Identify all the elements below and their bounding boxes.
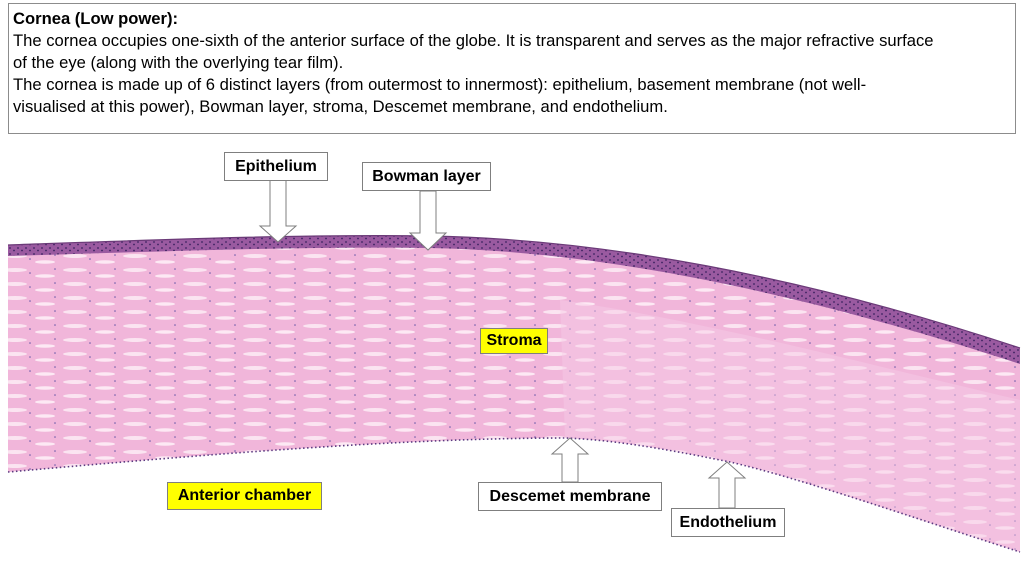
descemet-arrow [550, 437, 590, 483]
description-line: of the eye (along with the overlying tea… [13, 53, 344, 72]
bowman-arrow [408, 190, 448, 251]
descemet-membrane-label: Descemet membrane [478, 482, 662, 511]
epithelium-label: Epithelium [224, 152, 328, 181]
description-line: visualised at this power), Bowman layer,… [13, 97, 668, 116]
endothelium-label: Endothelium [671, 508, 785, 537]
stroma-label: Stroma [480, 328, 548, 354]
bowman-layer-label: Bowman layer [362, 162, 491, 191]
stroma-region [8, 239, 1020, 552]
anterior-chamber-label: Anterior chamber [167, 482, 322, 510]
epithelium-layer [8, 235, 1020, 364]
description-line: The cornea is made up of 6 distinct laye… [13, 75, 867, 94]
endothelium-arrow [707, 461, 747, 509]
epithelium-arrow [258, 179, 298, 243]
description-line: The cornea occupies one-sixth of the ant… [13, 31, 934, 50]
description-box: Cornea (Low power): The cornea occupies … [8, 3, 1016, 134]
description-title: Cornea (Low power): [13, 9, 179, 28]
